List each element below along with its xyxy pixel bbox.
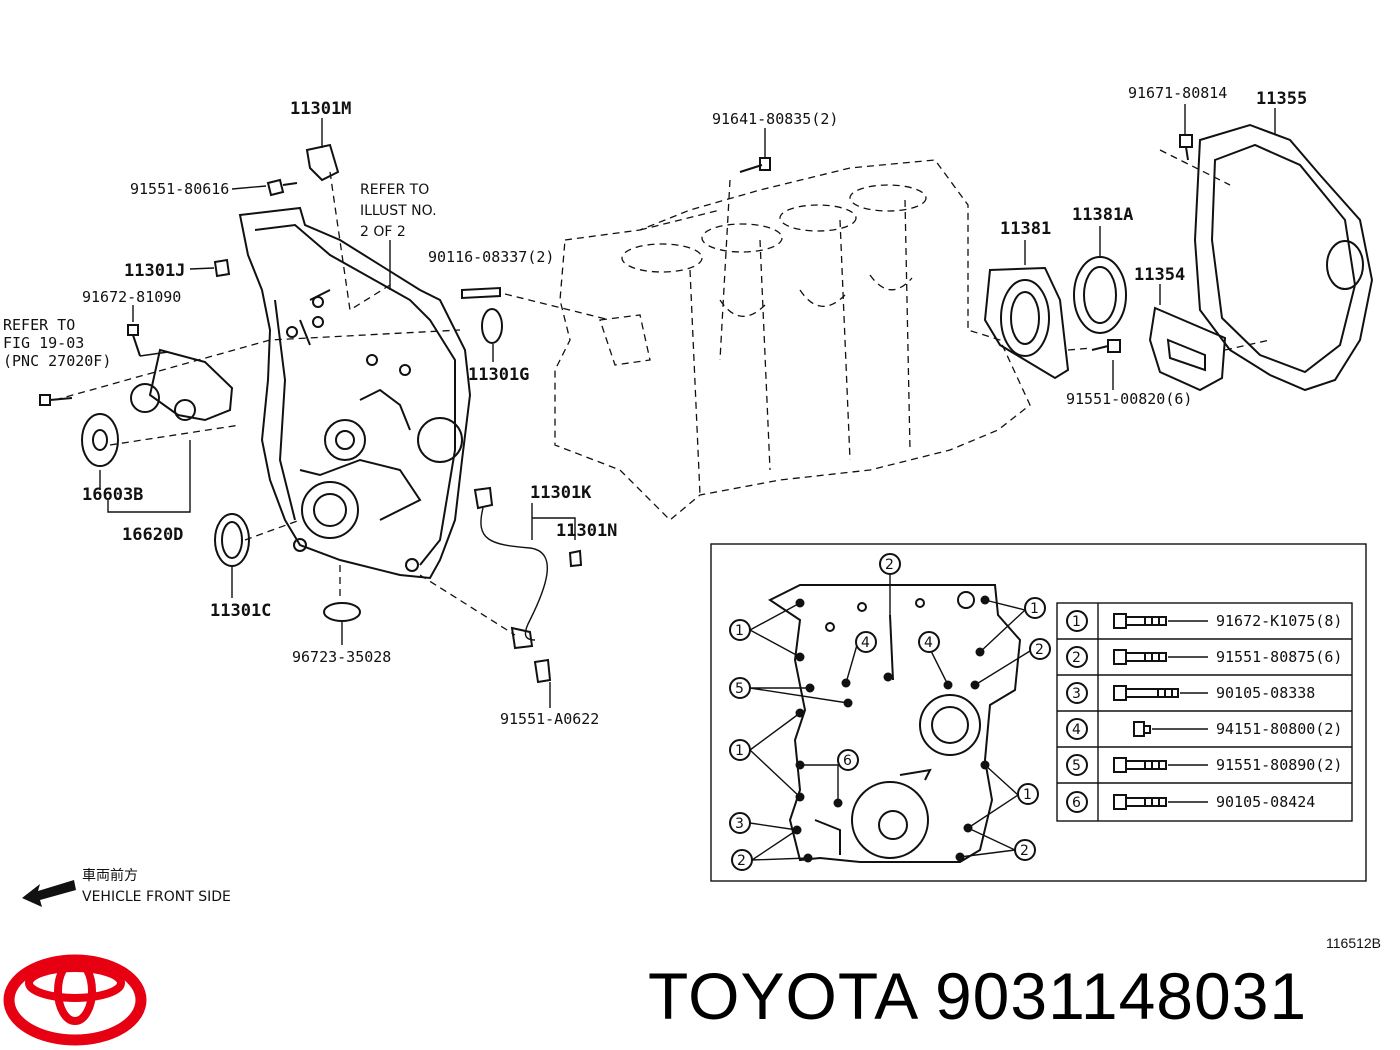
oil-seal-11301c-inner [221, 521, 243, 559]
label-91672-81090: 91672-81090 [82, 288, 181, 306]
inset-callout-numbers: 1 5 1 6 3 2 4 4 2 1 2 1 2 [729, 553, 1051, 871]
svg-text:2: 2 [1020, 843, 1029, 859]
end-plate-11355-shape [1193, 123, 1374, 392]
part-number: 9031148031 [934, 959, 1308, 1033]
refer-illust-line3: 2 OF 2 [360, 224, 406, 240]
refer-fig-line3: (PNC 27020F) [3, 352, 111, 370]
label-16603b: 16603B [82, 485, 143, 505]
svg-text:1: 1 [735, 743, 744, 759]
label-11381: 11381 [1000, 219, 1051, 239]
label-91641-80835: 91641-80835(2) [712, 110, 838, 128]
legend-num-5: 5 [1072, 758, 1081, 774]
end-plate-inner [1210, 143, 1357, 374]
svg-text:4: 4 [924, 635, 933, 651]
o-ring-96723-shape [323, 602, 361, 622]
end-plate-hole [1326, 240, 1364, 290]
bolts [39, 134, 1193, 406]
label-11381a: 11381A [1072, 205, 1133, 225]
svg-text:2: 2 [885, 557, 894, 573]
legend-part-4: 94151-80800(2) [1216, 720, 1342, 738]
label-11354: 11354 [1134, 265, 1185, 285]
brand-name: TOYOTA [648, 959, 916, 1033]
svg-text:4: 4 [861, 635, 870, 651]
rear-seal-retainer-shape [983, 266, 1070, 380]
legend-part-6: 90105-08424 [1216, 793, 1315, 811]
tensioner-assembly [81, 348, 234, 467]
label-91551-80616: 91551-80616 [130, 180, 229, 198]
legend-num-1: 1 [1072, 614, 1081, 630]
label-11301k: 11301K [530, 483, 592, 503]
svg-text:1: 1 [1023, 787, 1032, 803]
label-11301j: 11301J [124, 261, 185, 281]
bolt-legend-table: 1 2 3 4 5 6 91672-K1075(8) 91551-80875(6… [1056, 602, 1353, 822]
label-11301m: 11301M [290, 99, 351, 119]
svg-text:2: 2 [737, 853, 746, 869]
label-91671-80814: 91671-80814 [1128, 84, 1227, 102]
crank-sensor-assembly [473, 486, 583, 684]
label-16620d: 16620D [122, 525, 183, 545]
o-ring-11301g-shape [481, 308, 503, 344]
legend-part-5: 91551-80890(2) [1216, 756, 1342, 774]
svg-text:1: 1 [1030, 601, 1039, 617]
svg-text:5: 5 [735, 681, 744, 697]
svg-text:3: 3 [735, 816, 744, 832]
brand-title: TOYOTA 9031148031 [648, 958, 1307, 1034]
inset-cover-outline [768, 584, 1022, 863]
label-11355: 11355 [1256, 89, 1307, 109]
legend-num-2: 2 [1072, 650, 1081, 666]
front-note-en: VEHICLE FRONT SIDE [82, 889, 231, 905]
label-11301n: 11301N [556, 521, 617, 541]
svg-text:1: 1 [735, 623, 744, 639]
toyota-logo-icon [3, 954, 147, 1046]
legend-bolt-icons [1113, 613, 1179, 810]
vehicle-front-arrow-icon [22, 880, 76, 907]
refer-illust-line2: ILLUST NO. [360, 203, 437, 219]
label-11301g: 11301G [468, 365, 529, 385]
legend-part-1: 91672-K1075(8) [1216, 612, 1342, 630]
label-91551-00820: 91551-00820(6) [1066, 390, 1192, 408]
cam-sensor-11301m-shape [305, 143, 340, 182]
end-plate-cover-slot [1166, 338, 1206, 372]
diagram-ref-code: 116512B [1326, 935, 1382, 951]
cylinder-block-outline [554, 159, 1031, 521]
refer-illust-line1: REFER TO [360, 182, 429, 198]
svg-text:6: 6 [843, 753, 852, 769]
label-96723-35028: 96723-35028 [292, 648, 391, 666]
refer-fig-line1: REFER TO [3, 316, 75, 334]
rear-oil-seal-11381a-shape [1073, 256, 1127, 334]
label-91551-a0622: 91551-A0622 [500, 710, 599, 728]
label-11301c: 11301C [210, 601, 271, 621]
label-90116-08337: 90116-08337(2) [428, 248, 554, 266]
legend-num-3: 3 [1072, 686, 1081, 702]
legend-num-6: 6 [1072, 795, 1081, 811]
legend-num-4: 4 [1072, 722, 1081, 738]
legend-part-3: 90105-08338 [1216, 684, 1315, 702]
end-plate-cover-11354-shape [1148, 306, 1227, 392]
refer-fig-line2: FIG 19-03 [3, 334, 84, 352]
svg-text:2: 2 [1035, 642, 1044, 658]
bolt-location-inset [710, 543, 1367, 882]
legend-part-2: 91551-80875(6) [1216, 648, 1342, 666]
leader-lines [54, 104, 1276, 708]
front-note-jp: 車両前方 [82, 867, 138, 884]
rear-oil-seal-11381a-inner [1083, 266, 1117, 324]
